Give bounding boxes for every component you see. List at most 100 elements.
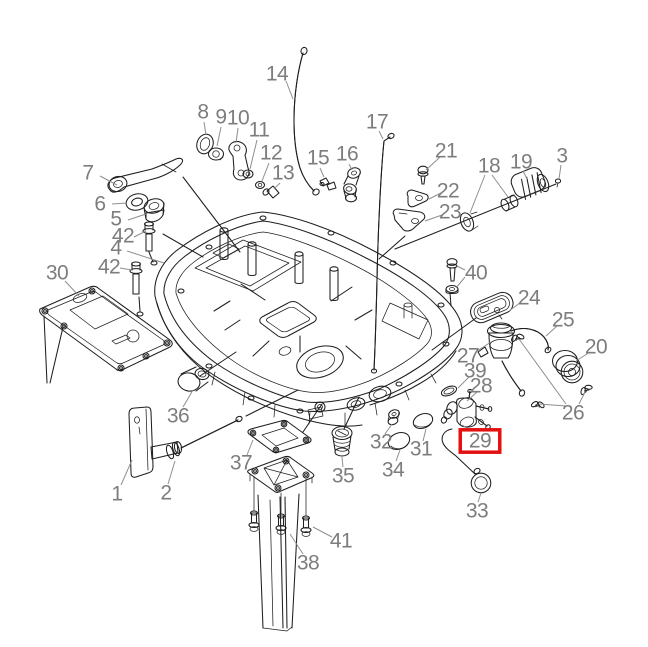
callout-29[interactable]: 29 [469,430,492,453]
part-34-cap-drawing [387,431,411,451]
callout-7[interactable]: 7 [82,162,94,185]
callout-9[interactable]: 9 [215,106,227,129]
callout-14[interactable]: 14 [266,63,290,86]
part-13-screw-drawing [262,185,280,199]
part-9-collar-drawing [207,147,225,161]
callout-group-42: 42 [112,225,147,248]
callout-23[interactable]: 23 [439,201,462,224]
part-20-grommet-drawing [551,349,584,384]
part-41-bolts-drawing [248,510,312,537]
callout-group-35: 35 [332,456,355,488]
leader-line-31-1 [422,428,427,442]
callout-group-17: 17 [366,111,389,140]
leader-line-30-1 [64,280,80,297]
callout-group-9: 9 [215,106,227,147]
callout-28[interactable]: 28 [470,375,493,398]
leader-line-26-1 [518,338,567,405]
callout-13[interactable]: 13 [272,162,295,185]
callout-8[interactable]: 8 [197,101,209,124]
callout-38[interactable]: 38 [297,552,320,575]
leader-line-35-1 [341,456,344,468]
callout-32[interactable]: 32 [370,431,393,454]
callout-group-20: 20 [575,336,608,362]
part-33-drain-knob-drawing [441,428,492,494]
callout-12[interactable]: 12 [260,142,283,165]
callout-25[interactable]: 25 [552,309,575,332]
callout-33[interactable]: 33 [466,500,489,523]
callout-42[interactable]: 42 [112,225,135,248]
leader-line-28-1 [466,391,478,402]
callout-39[interactable]: 39 [464,360,487,383]
callout-41[interactable]: 41 [330,530,353,553]
callout-19[interactable]: 19 [510,151,533,174]
callout-group-7: 7 [82,162,118,186]
callout-24[interactable]: 24 [518,287,542,310]
callout-30[interactable]: 30 [46,262,69,285]
part-28-fuel-filter-drawing [440,388,493,430]
part-5-bushing-drawing [143,198,165,223]
leader-line-13-1 [273,182,281,190]
callout-group-21: 21 [425,140,458,171]
callout-2[interactable]: 2 [160,482,172,505]
callout-1[interactable]: 1 [111,483,123,506]
part-14-rod-drawing [293,46,320,196]
leader-line-17-1 [378,130,384,140]
callout-18[interactable]: 18 [478,155,501,178]
leader-line-39-1 [457,376,470,389]
construction-line-8 [148,251,154,263]
callout-26[interactable]: 26 [562,402,585,425]
callout-34[interactable]: 34 [382,459,406,482]
leader-line-34-1 [395,449,401,462]
callout-group-18: 18 [469,155,509,214]
callout-11[interactable]: 11 [249,119,270,142]
part-37-gasket-drawing [247,419,312,454]
callout-group-5: 5 [110,208,147,231]
callout-16[interactable]: 16 [336,143,359,166]
callout-31[interactable]: 31 [410,438,433,461]
leader-line-12-1 [261,162,270,182]
callout-17[interactable]: 17 [366,111,389,134]
callout-group-37: 37 [230,439,254,475]
callout-group-2: 2 [160,460,176,505]
callout-group-4: 4 [110,237,165,264]
callout-group-3: 3 [556,145,568,180]
callout-36[interactable]: 36 [167,405,190,428]
leader-line-42-2-1 [119,267,133,271]
leader-line-37-1 [246,439,254,456]
construction-line-2 [162,233,204,258]
callout-group-10: 10 [227,107,250,144]
leader-line-40-2 [455,276,466,289]
callout-27[interactable]: 27 [457,345,480,368]
callout-10[interactable]: 10 [227,107,250,130]
callout-group-32: 32 [370,423,393,454]
callout-42-2[interactable]: 42 [98,256,121,279]
leader-line-4-1 [126,250,165,264]
callout-4[interactable]: 4 [110,237,123,260]
callout-21[interactable]: 21 [435,140,458,163]
leader-line-40-1 [456,265,466,271]
construction-line-1 [182,176,241,253]
part-1-handle-drawing [128,406,183,478]
callout-5[interactable]: 5 [110,208,122,231]
part-35-plug-drawing [331,425,353,457]
construction-line-14 [431,317,477,351]
leader-line-32-1 [384,423,393,435]
callout-group-14: 14 [266,63,294,100]
callout-group-6: 6 [94,193,128,216]
callout-40[interactable]: 40 [465,262,488,285]
leader-line-27-1 [476,341,492,352]
callout-6[interactable]: 6 [94,193,106,216]
callout-15[interactable]: 15 [307,147,330,170]
callout-3[interactable]: 3 [556,145,568,168]
leader-line-23-1 [424,214,443,222]
callout-22[interactable]: 22 [437,180,460,203]
callout-group-12: 12 [260,142,283,182]
callout-20[interactable]: 20 [585,336,608,359]
part-22-strap-drawing [406,189,429,208]
construction-line-12 [302,403,323,433]
callout-35[interactable]: 35 [332,465,355,488]
callout-group-26: 26 [518,338,586,425]
callout-group-41: 41 [312,526,353,553]
callout-37[interactable]: 37 [230,452,253,475]
